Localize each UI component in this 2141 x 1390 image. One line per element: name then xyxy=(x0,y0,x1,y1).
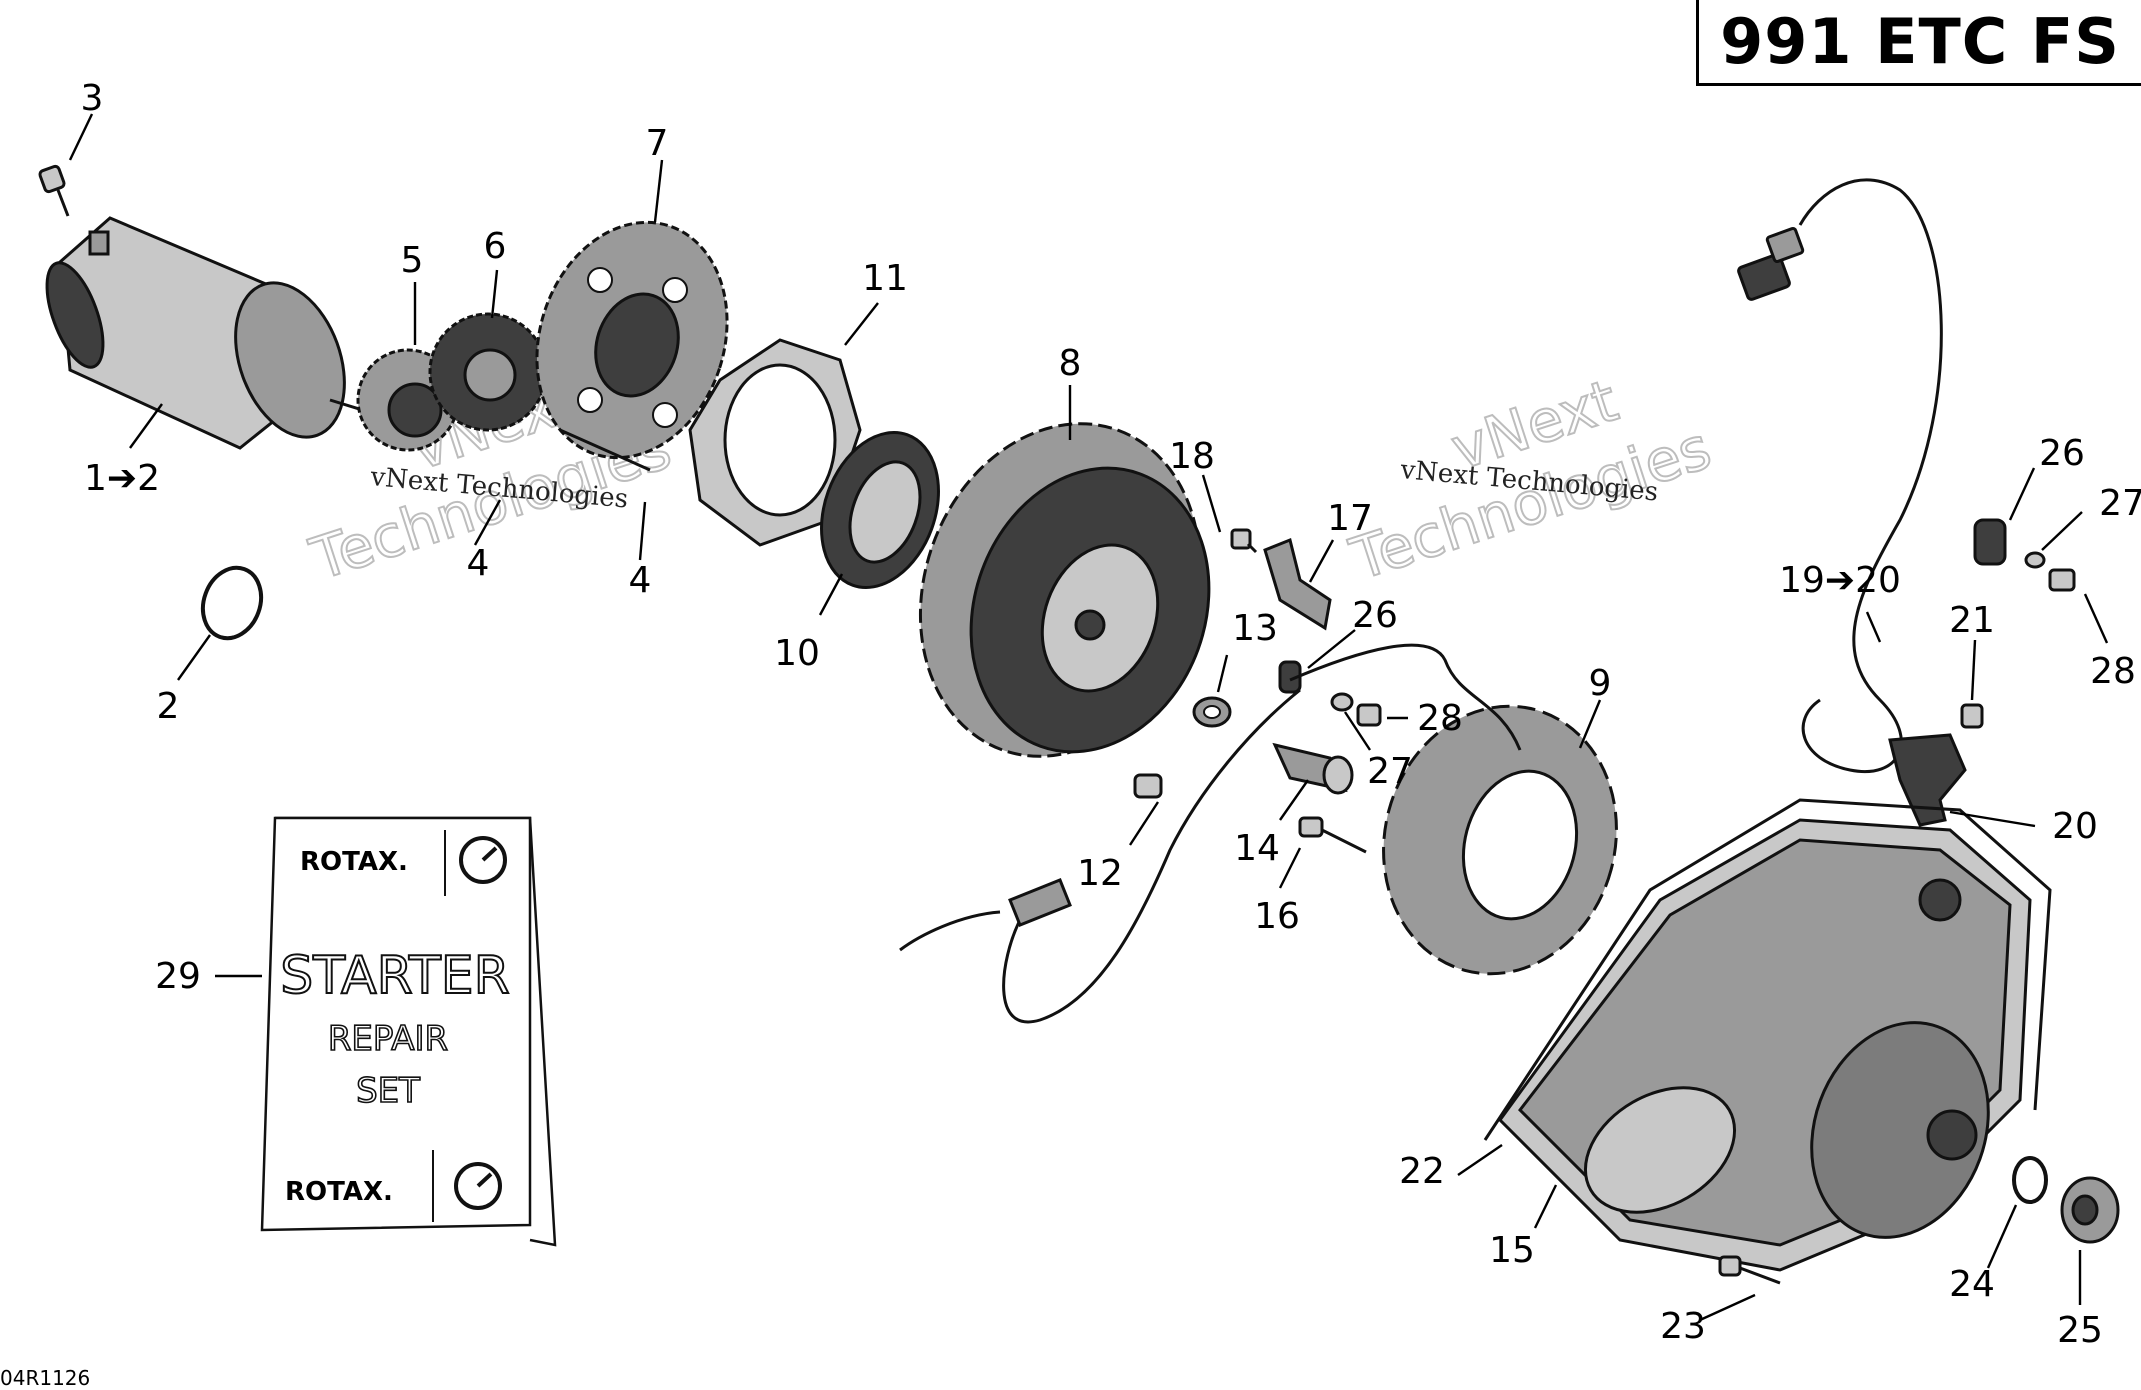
part-screw-3 xyxy=(38,164,70,217)
callout-9: 9 xyxy=(1589,663,1612,704)
card-brand-top: ROTAX. xyxy=(300,847,408,877)
part-screw-21 xyxy=(1960,703,1984,729)
card-subtitle-1: REPAIR xyxy=(328,1019,448,1059)
callouts: 3 7 5 6 11 8 1➔2 4 4 2 10 18 17 13 26 28… xyxy=(81,78,2141,1351)
callout-10: 10 xyxy=(774,633,820,674)
callout-29: 29 xyxy=(155,956,201,997)
card-subtitle-2: SET xyxy=(356,1071,420,1111)
part-flywheel-8 xyxy=(918,422,1211,758)
part-screw-28b xyxy=(2048,568,2076,592)
callout-4b: 4 xyxy=(629,560,652,601)
callout-7: 7 xyxy=(646,123,669,164)
callout-27b: 27 xyxy=(2099,483,2141,524)
part-washer-27a xyxy=(1330,692,1354,712)
callout-26b: 26 xyxy=(2039,433,2085,474)
part-oring-24 xyxy=(2012,1156,2048,1204)
part-gear-6 xyxy=(428,312,548,432)
part-grommet-26b xyxy=(1973,518,2007,566)
part-oring-2 xyxy=(200,565,264,641)
callout-1to2: 1➔2 xyxy=(84,458,160,499)
callout-19to20: 19➔20 xyxy=(1779,560,1901,601)
part-sprocket-7 xyxy=(535,220,729,472)
part-screw-23 xyxy=(1718,1255,1781,1285)
gauge-logo-icon xyxy=(454,1162,502,1210)
callout-2: 2 xyxy=(157,686,180,727)
part-starter-motor xyxy=(45,216,396,450)
callout-4a: 4 xyxy=(467,543,490,584)
part-washer-13 xyxy=(1192,696,1232,728)
part-washer-27b xyxy=(2024,551,2046,569)
callout-25: 25 xyxy=(2057,1310,2103,1351)
part-spacer-14 xyxy=(1272,742,1354,795)
callout-12: 12 xyxy=(1077,853,1123,894)
reference-code: 04R1126 xyxy=(0,1366,91,1390)
gauge-logo-icon xyxy=(459,836,507,884)
callout-3: 3 xyxy=(81,78,104,119)
callout-11: 11 xyxy=(862,258,908,299)
model-label: 991 ETC FS xyxy=(1720,5,2120,78)
part-plate-11 xyxy=(688,338,862,547)
callout-17: 17 xyxy=(1327,498,1373,539)
part-sensor-harness-19 xyxy=(1737,178,1943,773)
part-screw-18 xyxy=(1230,528,1258,554)
callout-24: 24 xyxy=(1949,1264,1995,1305)
callout-16: 16 xyxy=(1254,896,1300,937)
leader-lines xyxy=(68,113,2109,1322)
part-plug-25 xyxy=(2060,1176,2120,1244)
card-brand-bottom: ROTAX. xyxy=(285,1177,393,1207)
callout-15: 15 xyxy=(1489,1230,1535,1271)
callout-14: 14 xyxy=(1234,828,1280,869)
part-stator-9 xyxy=(899,643,1618,1024)
part-seal-10 xyxy=(820,431,940,589)
part-bracket-17 xyxy=(1263,537,1332,631)
model-label-box: 991 ETC FS xyxy=(1696,0,2141,86)
callout-23: 23 xyxy=(1660,1306,1706,1347)
callout-8: 8 xyxy=(1059,343,1082,384)
part-repair-set-card-29: ROTAX. STARTER REPAIR SET ROTAX. xyxy=(260,816,557,1247)
part-gasket-22 xyxy=(1483,798,2052,1141)
callout-26a: 26 xyxy=(1352,595,1398,636)
part-cover-15 xyxy=(1498,818,2032,1272)
part-screw-28a xyxy=(1356,703,1382,727)
callout-6: 6 xyxy=(484,226,507,267)
part-screw-12 xyxy=(1133,773,1163,799)
part-screw-16 xyxy=(1298,816,1367,854)
card-title: STARTER xyxy=(280,946,509,1006)
callout-27a: 27 xyxy=(1367,751,1413,792)
watermark-right: vNext Technologies vNext Technologies xyxy=(1341,365,1719,594)
callout-18: 18 xyxy=(1169,436,1215,477)
callout-28a: 28 xyxy=(1417,698,1463,739)
callout-20: 20 xyxy=(2052,806,2098,847)
callout-5: 5 xyxy=(401,240,424,281)
callout-13: 13 xyxy=(1232,608,1278,649)
callout-28b: 28 xyxy=(2090,651,2136,692)
callout-21: 21 xyxy=(1949,600,1995,641)
callout-22: 22 xyxy=(1399,1151,1445,1192)
